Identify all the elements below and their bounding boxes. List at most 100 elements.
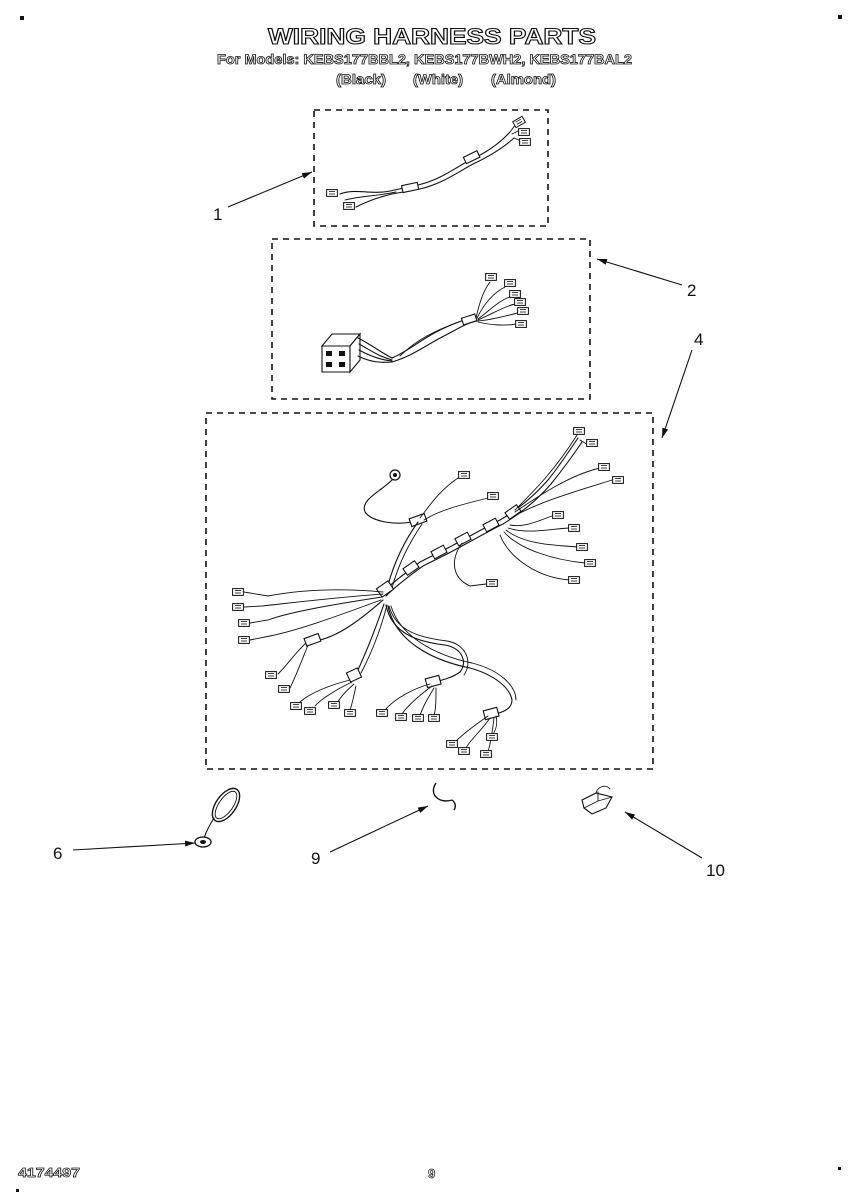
ring-loop (211, 787, 241, 823)
terminal-hole (326, 362, 332, 367)
part-1-dashed-box (313, 109, 549, 227)
leader-arrow-2 (596, 258, 683, 286)
wire (423, 497, 489, 521)
connector (577, 544, 588, 551)
wire-sleeve (408, 512, 428, 528)
wire (514, 434, 578, 511)
connector (574, 428, 585, 435)
connector (327, 190, 338, 197)
connector (459, 748, 470, 755)
clip-detail (583, 791, 613, 809)
connector (447, 741, 458, 748)
wire (401, 685, 433, 715)
wire-sleeve (482, 517, 500, 533)
wire (339, 131, 511, 195)
wire (319, 599, 384, 641)
connector (519, 129, 530, 136)
connector (291, 703, 302, 710)
wire (243, 593, 384, 608)
wire (465, 717, 491, 749)
wire (355, 137, 515, 208)
hook-tail (451, 799, 457, 811)
wire-sleeve (462, 150, 481, 165)
wire (203, 817, 215, 839)
connector (459, 472, 470, 479)
wire (476, 286, 506, 319)
wire (509, 514, 556, 527)
connector (345, 710, 356, 717)
corner-mark-bottom-right (838, 1167, 841, 1170)
connector (233, 604, 244, 611)
connector (569, 577, 580, 584)
wire (358, 349, 393, 362)
wire (454, 542, 487, 587)
connector (487, 734, 498, 741)
footer-part-number: 4174497 (18, 1165, 80, 1180)
callout-2: 2 (687, 281, 696, 300)
wire (349, 685, 357, 711)
connector (279, 686, 290, 693)
wire (477, 296, 511, 320)
wire-sleeve (400, 181, 420, 194)
ring-loop-inner (214, 790, 238, 820)
wire (391, 320, 478, 363)
callout-6: 6 (53, 844, 62, 863)
wire (477, 312, 519, 322)
connector (513, 116, 526, 127)
terminal-hole (326, 351, 332, 356)
terminal-block-side (349, 332, 361, 374)
part-4-main-harness (205, 412, 654, 770)
wire (299, 679, 351, 703)
wire (433, 687, 437, 717)
connector (515, 299, 526, 306)
connector (413, 715, 424, 722)
wire (391, 523, 423, 589)
connector (429, 715, 440, 722)
wire (514, 467, 601, 513)
wire (344, 191, 397, 201)
wire (390, 605, 517, 701)
wire (337, 683, 355, 703)
wire-sleeve (402, 559, 420, 577)
wire-sleeve (454, 531, 472, 547)
wire (477, 321, 517, 326)
connector (505, 280, 516, 287)
wire (384, 683, 431, 711)
wire-sleeve (424, 674, 442, 689)
wire-sleeve (430, 544, 448, 560)
wire (419, 687, 435, 717)
clip-body (581, 792, 613, 815)
variant-almond: (Almond) (491, 71, 556, 87)
wire (363, 479, 413, 524)
wire (357, 355, 393, 363)
leader-arrow-6 (72, 840, 196, 851)
callout-4: 4 (694, 330, 703, 349)
wire (356, 603, 385, 673)
clip-tab (595, 785, 611, 794)
terminal-block-front (321, 345, 351, 373)
wire (517, 479, 613, 515)
terminal-hole (339, 362, 345, 367)
wire (475, 281, 491, 319)
connector (488, 493, 499, 500)
connector (481, 751, 492, 758)
variant-black: (Black) (336, 71, 386, 87)
connector (569, 525, 580, 532)
connector (553, 512, 564, 519)
connector (486, 274, 497, 281)
part-2-dashed-box (271, 238, 591, 400)
part-10-wire-clip (581, 785, 613, 815)
connector (266, 672, 277, 679)
part-4-dashed-box (205, 412, 654, 770)
wire (385, 604, 464, 683)
connector (329, 702, 340, 709)
corner-mark-top-left (20, 16, 24, 20)
connector (613, 477, 624, 484)
grommet-hole (200, 840, 206, 844)
ring-terminal-hole (393, 473, 397, 477)
wire (314, 681, 353, 707)
connector (587, 440, 598, 447)
wire (387, 521, 419, 586)
wire (360, 604, 388, 674)
hook-shape (432, 782, 453, 802)
